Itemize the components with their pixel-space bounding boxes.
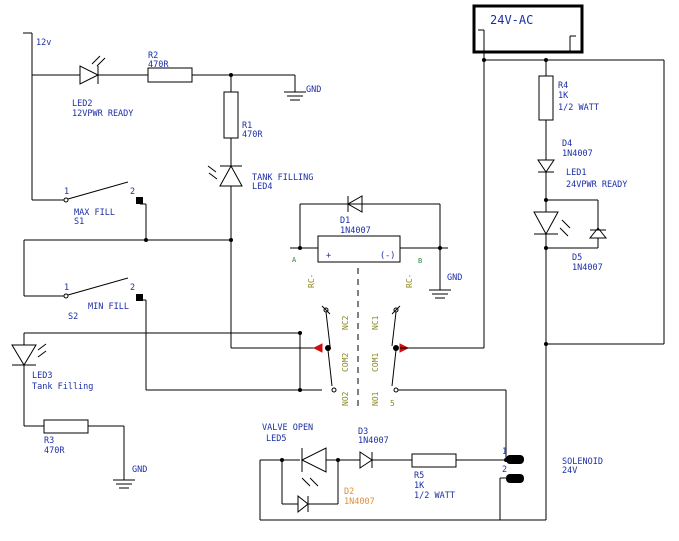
r1-led4-branch: R1 470R TANK FILLING LED4 xyxy=(207,75,313,348)
com2-label: COM2 xyxy=(341,353,350,372)
r2-name: R2 xyxy=(148,51,158,61)
led1-symbol xyxy=(533,211,559,236)
com2-arrow xyxy=(312,343,323,353)
valve-open: VALVE OPEN xyxy=(262,423,313,433)
no1-label: NO1 xyxy=(371,391,380,406)
s1-name: S1 xyxy=(74,217,84,227)
d2-part: 1N4007 xyxy=(344,497,375,507)
r3-resistor xyxy=(43,419,89,434)
s2-pin2: 2 xyxy=(130,283,135,293)
relay: D1 1N4007 + (-) A B RC- RC- GND xyxy=(231,195,507,460)
d1-name: D1 xyxy=(340,216,350,226)
led1-desc: 24VPWR READY xyxy=(566,180,627,190)
led3-name: LED3 xyxy=(32,371,52,381)
led3-desc: Tank Filling xyxy=(32,382,93,392)
r4-resistor xyxy=(538,75,554,121)
solenoid-branch: 1 2 SOLENOID 24V VALVE OPEN LED5 D3 1N40… xyxy=(259,423,603,521)
gnd2-label: GND xyxy=(447,273,462,283)
r3-value: 470R xyxy=(44,446,65,456)
r4-name: R4 xyxy=(558,81,568,91)
switch-s2: 1 2 MIN FILL S2 xyxy=(24,277,147,390)
r4-watt: 1/2 WATT xyxy=(558,103,599,113)
r4-led1-branch: R4 1K 1/2 WATT D4 1N4007 LED1 24VPWR REA… xyxy=(533,60,627,520)
d3-name: D3 xyxy=(358,427,368,437)
rc-pin-b: B xyxy=(418,257,422,265)
gnd1-label: GND xyxy=(306,85,321,95)
d2-symbol xyxy=(297,494,309,514)
r5-name: R5 xyxy=(414,471,424,481)
d3-symbol xyxy=(359,451,373,469)
solenoid-pin2 xyxy=(506,474,524,483)
led3-branch: LED3 Tank Filling R3 470R GND xyxy=(11,332,300,489)
relay-plus: + xyxy=(326,251,331,261)
s2-pin1: 1 xyxy=(64,283,69,293)
no1-pin: 5 xyxy=(390,399,395,408)
solenoid-pin1 xyxy=(506,455,524,464)
rc-pin-a: A xyxy=(292,256,297,264)
r4-value: 1K xyxy=(558,91,569,101)
d5-part: 1N4007 xyxy=(572,263,603,273)
solenoid-v: 24V xyxy=(562,466,577,476)
led2-r2-branch: R2 470R LED2 12VPWR READY GND xyxy=(32,51,321,119)
led4-symbol xyxy=(219,164,243,187)
r1-resistor xyxy=(223,91,239,139)
d3-part: 1N4007 xyxy=(358,436,389,446)
led1-name: LED1 xyxy=(566,168,586,178)
rc-minus-left: RC- xyxy=(307,274,316,288)
ac-source-label: 24V-AC xyxy=(490,13,533,27)
r5-watt: 1/2 WATT xyxy=(414,491,455,501)
r5-value: 1K xyxy=(414,481,425,491)
d5-name: D5 xyxy=(572,253,582,263)
r3-name: R3 xyxy=(44,436,54,446)
r2-value: 470R xyxy=(148,60,169,70)
sol-pin1: 1 xyxy=(502,447,507,457)
gnd3-label: GND xyxy=(132,465,147,475)
label-12v: 12v xyxy=(36,38,51,48)
led2-desc: 12VPWR READY xyxy=(72,109,133,119)
rc-minus-right: RC- xyxy=(405,274,414,288)
s1-label: MAX FILL xyxy=(74,208,115,218)
tank-filling-top: TANK FILLING xyxy=(252,173,313,183)
led4-name: LED4 xyxy=(252,182,272,192)
r1-value: 470R xyxy=(242,130,263,140)
led2-name: LED2 xyxy=(72,99,92,109)
r2-resistor xyxy=(147,67,193,83)
solenoid-label: SOLENOID xyxy=(562,457,603,467)
d4-name: D4 xyxy=(562,139,572,149)
sol-pin2: 2 xyxy=(502,465,507,475)
relay-minus: (-) xyxy=(380,251,395,261)
nc2-label: NC2 xyxy=(341,315,350,330)
s2-label: MIN FILL xyxy=(88,302,129,312)
d4-part: 1N4007 xyxy=(562,149,593,159)
led3-symbol xyxy=(11,344,37,366)
ac-source-box xyxy=(472,4,584,54)
s1-pin2: 2 xyxy=(130,187,135,197)
s1-pin1: 1 xyxy=(64,187,69,197)
switch-s1: 1 2 MAX FILL S1 xyxy=(32,181,147,240)
d2-name: D2 xyxy=(344,487,354,497)
r5-resistor xyxy=(411,453,457,468)
led5-symbol xyxy=(300,447,327,473)
led2-symbol xyxy=(79,65,100,85)
nc1-label: NC1 xyxy=(371,315,380,330)
r1-name: R1 xyxy=(242,121,252,131)
supply-12v: 12v xyxy=(23,32,51,200)
no2-label: NO2 xyxy=(341,391,350,406)
d1-symbol xyxy=(346,195,363,213)
d4-symbol xyxy=(537,159,555,173)
d1-part: 1N4007 xyxy=(340,226,371,236)
led5-name: LED5 xyxy=(266,434,286,444)
relay-coil xyxy=(317,235,401,263)
com1-label: COM1 xyxy=(371,353,380,372)
s2-name: S2 xyxy=(68,312,78,322)
ac-source: 24V-AC xyxy=(472,4,665,348)
